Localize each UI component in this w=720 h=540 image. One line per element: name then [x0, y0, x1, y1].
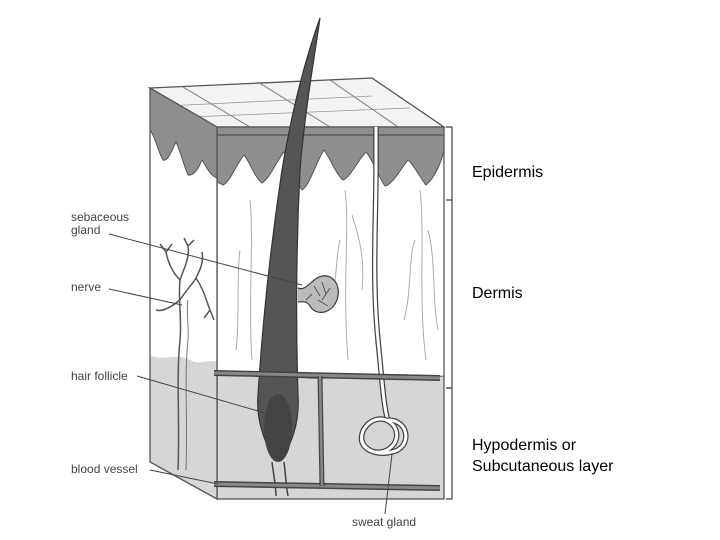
sebaceous-gland-leader: [108, 233, 303, 286]
epidermis-dermis-bracket: [446, 126, 453, 389]
side-face: [150, 88, 217, 499]
sebaceous-gland-label-line1: sebaceous: [71, 210, 130, 224]
sebaceous-gland-illustration: [297, 275, 339, 313]
epidermis-label: Epidermis: [472, 164, 544, 181]
hypodermis-bracket: [446, 387, 453, 500]
front-face: [217, 127, 444, 499]
sweat-gland-label: sweat gland: [352, 515, 417, 529]
sweat-gland-leader: [384, 453, 393, 515]
hair-follicle-label: hair follicle: [71, 369, 128, 383]
sweat-gland-illustration: [358, 127, 409, 456]
hypodermis-label: Hypodermis or Subcutaneous layer: [472, 435, 613, 477]
nerve-leader: [108, 288, 183, 306]
epidermis-front: [217, 127, 444, 191]
layer-brackets: [446, 126, 453, 500]
blood-vessels-illustration: [213, 370, 441, 491]
blood-vessel-leader: [149, 469, 219, 485]
hypodermis-label-line1: Hypodermis or: [472, 437, 577, 454]
nerve-label: nerve: [71, 280, 102, 294]
dermis-label: Dermis: [472, 285, 523, 302]
nerve-branches: [155, 237, 215, 471]
blood-vessel-label: blood vessel: [71, 462, 138, 476]
sebaceous-gland-label-line2: gland: [71, 223, 101, 237]
epidermis-side: [150, 88, 217, 179]
hypodermis-front: [217, 373, 444, 499]
hypodermis-label-line2: Subcutaneous layer: [472, 458, 614, 475]
hair-follicle-leader: [136, 375, 273, 416]
leader-lines: [108, 233, 393, 515]
side-face-outline: [149, 86, 218, 501]
sebaceous-gland-label: sebaceous gland: [71, 211, 129, 237]
